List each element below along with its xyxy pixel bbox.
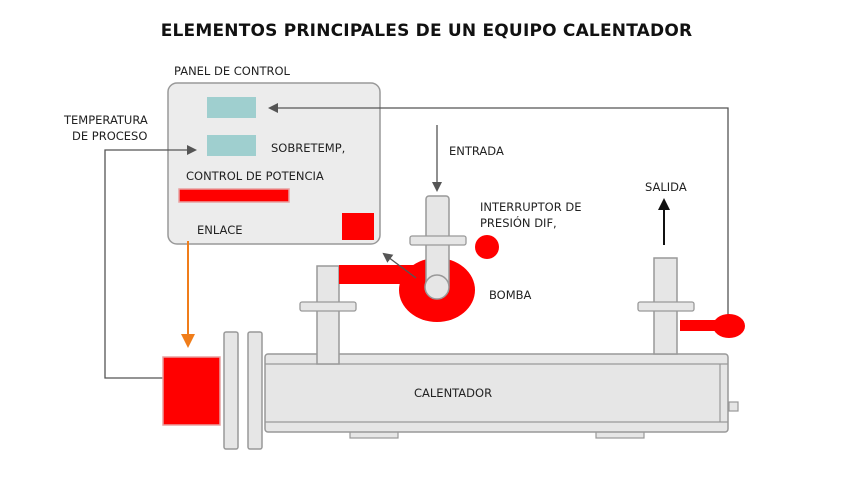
diagram-title: ELEMENTOS PRINCIPALES DE UN EQUIPO CALEN…	[160, 21, 693, 41]
process-temp-signal-line	[268, 103, 729, 322]
link-label: ENLACE	[197, 223, 243, 237]
inlet-label: ENTRADA	[449, 144, 504, 158]
power-control-bar	[178, 188, 290, 203]
heater-terminal-box	[162, 356, 221, 426]
heater-end-plug	[728, 401, 739, 412]
overtemp-display	[207, 135, 256, 156]
pressure-switch-label-line2: PRESIÓN DIF,	[480, 216, 557, 230]
discharge-pipe-flange	[299, 301, 357, 312]
inlet-pipe-flange	[409, 235, 467, 246]
power-control-label: CONTROL DE POTENCIA	[186, 169, 324, 183]
pump-label: BOMBA	[489, 288, 532, 302]
panel-label: PANEL DE CONTROL	[174, 64, 290, 78]
heater-label: CALENTADOR	[414, 386, 493, 400]
link-indicator	[342, 213, 374, 240]
pressure-switch-label-line1: INTERRUPTOR DE	[480, 200, 582, 214]
process-temp-label-line2: DE PROCESO	[72, 129, 148, 143]
outlet-label: SALIDA	[645, 180, 687, 194]
heater-body	[264, 353, 729, 433]
discharge-pipe-vertical	[316, 265, 340, 365]
flange-plate-right	[247, 331, 263, 450]
pressure-switch	[475, 235, 499, 259]
outlet-temp-sensor	[713, 314, 745, 338]
outlet-sensor-stem	[680, 320, 716, 331]
pump-flow-arrow	[382, 252, 417, 279]
overtemp-signal-line	[104, 145, 197, 379]
outlet-pipe-flange	[637, 301, 695, 312]
process-temp-display	[207, 97, 256, 118]
process-temp-label-line1: TEMPERATURA	[64, 113, 148, 127]
pump-inlet-eye	[424, 274, 450, 300]
overtemp-label: SOBRETEMP,	[271, 141, 346, 155]
control-panel	[167, 82, 381, 245]
flange-plate-left	[223, 331, 239, 450]
